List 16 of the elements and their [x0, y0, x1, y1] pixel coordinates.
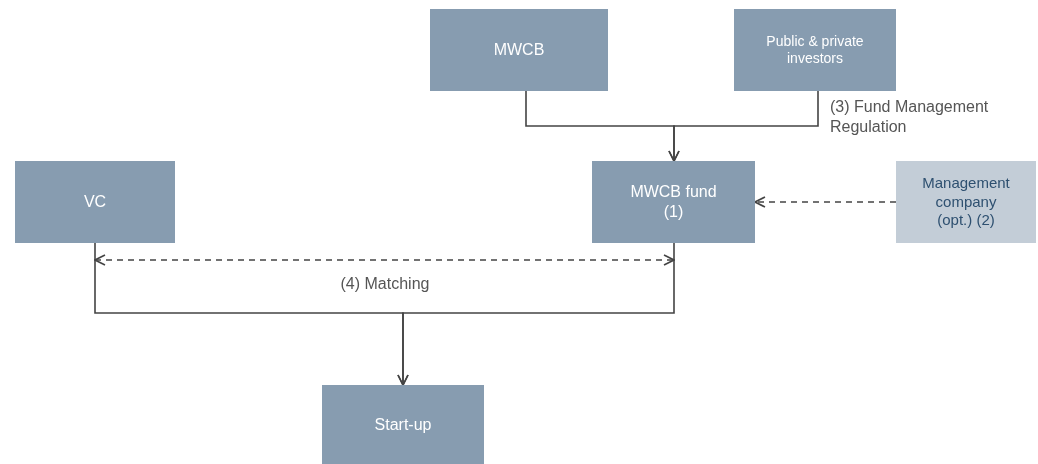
process-box	[430, 9, 608, 91]
node-text: VC	[83, 192, 107, 212]
dashed-arrow	[754, 196, 897, 208]
process-box	[322, 385, 484, 464]
node-text: MWCB	[493, 40, 545, 60]
arrow	[668, 90, 819, 162]
node-text: Public & private investors	[765, 32, 865, 68]
process-box	[15, 161, 175, 243]
arrow	[397, 242, 675, 386]
node-text: Start-up	[374, 414, 432, 435]
process-box	[734, 9, 896, 91]
node-text: Management company (opt.) (2)	[921, 173, 1011, 231]
process-box	[592, 161, 755, 243]
node-text: MWCB fund (1)	[630, 182, 717, 222]
optional-box	[896, 161, 1036, 243]
dashed-arrow	[94, 254, 675, 266]
